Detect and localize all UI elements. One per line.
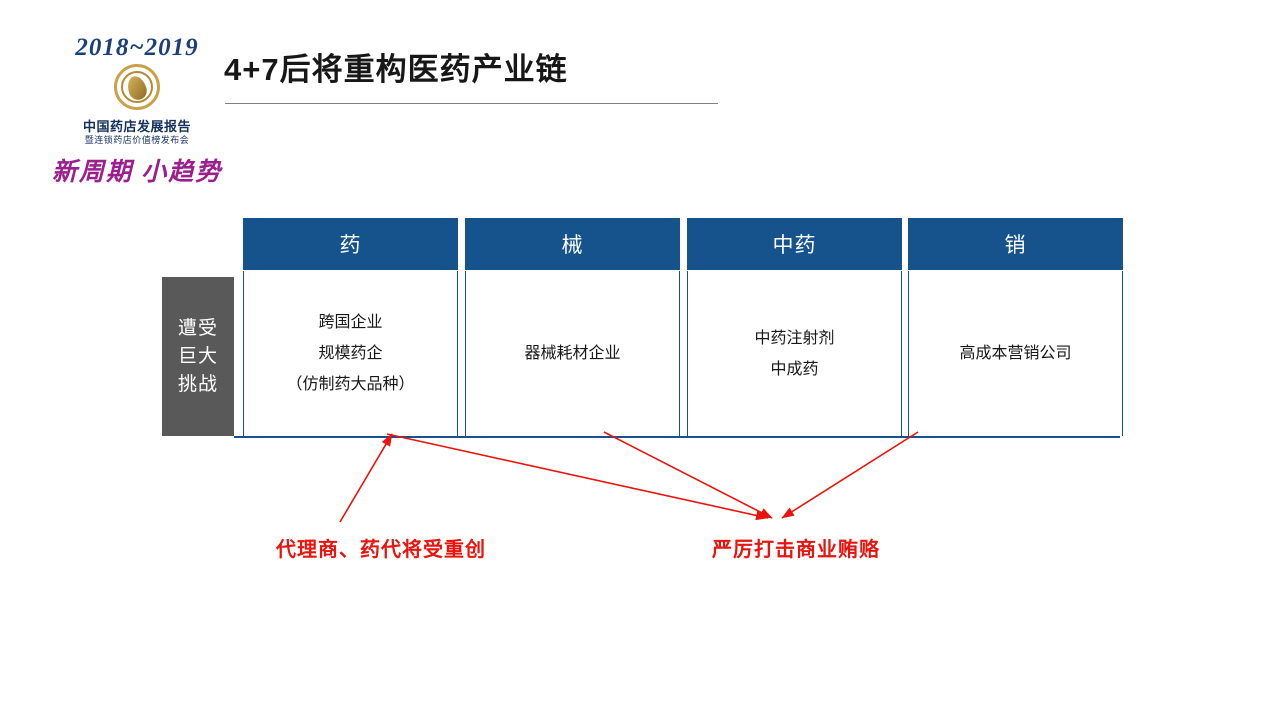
column-header-1-text: 械 (561, 234, 584, 257)
left-axis-label-text: 遭受巨大挑战 (178, 317, 219, 395)
column-1-item-0: 器械耗材企业 (524, 345, 621, 362)
conference-logo: 2018~2019 中国药店发展报告 暨连锁药店价值榜发布会 (62, 34, 212, 149)
logo-title-line2: 暨连锁药店价值榜发布会 (84, 135, 190, 145)
column-3-item-0: 高成本营销公司 (959, 345, 1072, 362)
column-0-item-2: （仿制药大品种） (286, 376, 415, 393)
column-header-0: 药 (243, 218, 458, 270)
logo-title-line1: 中国药店发展报告 (82, 119, 191, 134)
column-2-item-0: 中药注射剂 (754, 329, 835, 347)
column-header-2: 中药 (687, 218, 902, 270)
logo-slogan: 新周期 小趋势 (52, 159, 223, 186)
column-body-2: 中药注射剂 中成药 (687, 271, 902, 436)
annotation-text-0: 代理商、药代将受重创 (276, 539, 486, 561)
logo-years-text: 2018~2019 (75, 34, 199, 61)
column-header-1: 械 (465, 218, 680, 270)
column-header-2-text: 中药 (772, 234, 817, 257)
column-body-1: 器械耗材企业 (465, 271, 680, 436)
column-body-0: 跨国企业 规模药企 （仿制药大品种） (243, 271, 458, 436)
annotation-text-1: 严厉打击商业贿赂 (712, 539, 880, 561)
column-0-item-1: 规模药企 (318, 345, 383, 362)
baseline-divider (234, 436, 1120, 438)
column-0-item-0: 跨国企业 (318, 314, 383, 331)
column-header-0-text: 药 (339, 234, 362, 257)
left-axis-label: 遭受巨大挑战 (162, 277, 234, 436)
spiral-emblem-icon (110, 60, 166, 116)
title-divider (225, 103, 718, 104)
column-2-item-1: 中成药 (770, 360, 819, 378)
column-header-3: 销 (908, 218, 1123, 270)
page-title: 4+7后将重构医药产业链 (224, 52, 568, 87)
column-body-3: 高成本营销公司 (908, 271, 1123, 436)
column-header-3-text: 销 (1004, 234, 1027, 257)
